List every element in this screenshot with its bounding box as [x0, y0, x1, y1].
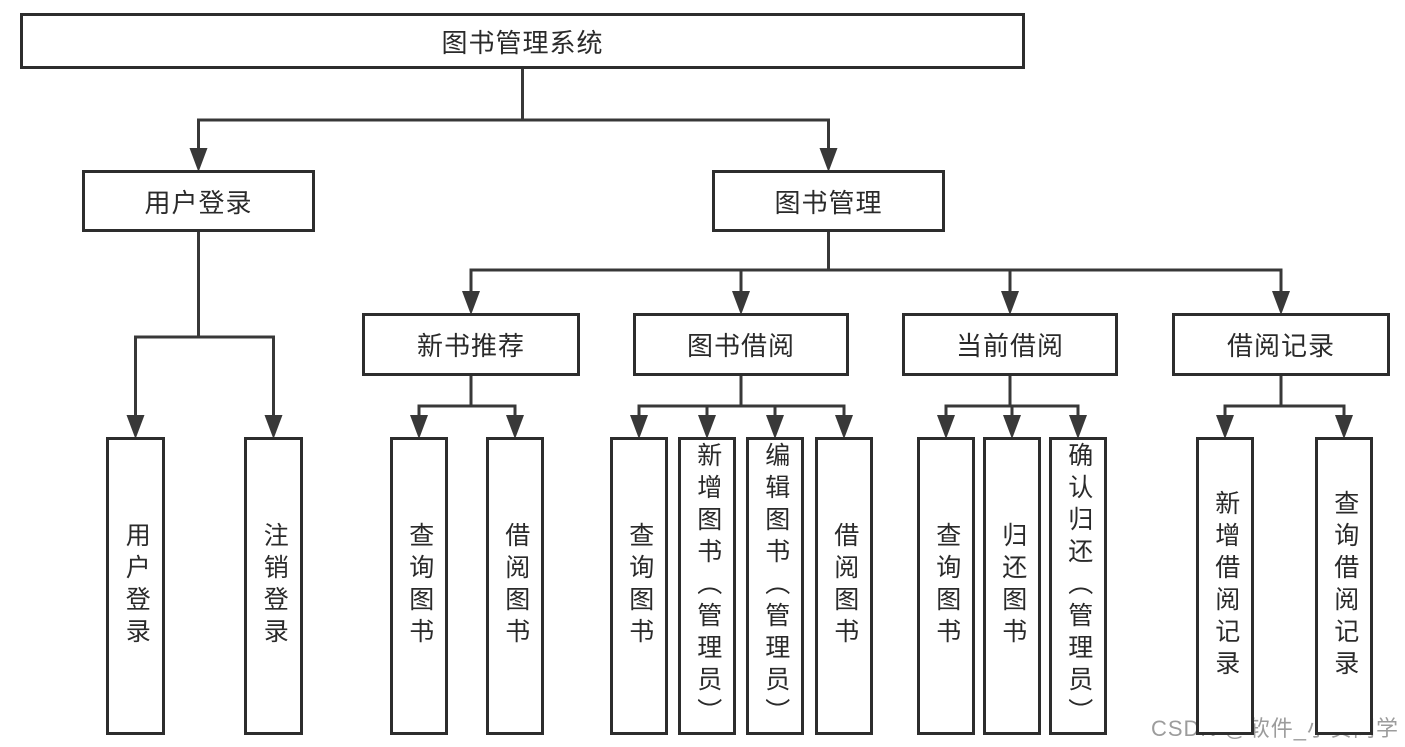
diagram-node-book-mgmt: 图书管理 — [712, 170, 945, 232]
diagram-node-bb-add: 新增图书（管理员） — [678, 437, 736, 735]
diagram-node-borrow-records: 借阅记录 — [1172, 313, 1390, 376]
diagram-node-bb-query: 查询图书 — [610, 437, 668, 735]
node-label: 当前借阅 — [955, 331, 1064, 361]
arrowhead-icon — [264, 415, 283, 439]
diagram-node-cb-return: 归还图书 — [983, 437, 1041, 735]
arrowhead-icon — [506, 415, 524, 439]
arrowhead-icon — [1335, 415, 1353, 439]
diagram-node-ul-logout: 注销登录 — [244, 437, 303, 735]
node-label: 新增图书（管理员） — [693, 442, 722, 730]
arrowhead-icon — [1069, 415, 1087, 439]
arrowhead-icon — [189, 148, 208, 172]
diagram-node-current-borrow: 当前借阅 — [902, 313, 1118, 376]
diagram-node-nbr-borrow: 借阅图书 — [486, 437, 544, 735]
diagram-node-nbr-query: 查询图书 — [390, 437, 448, 735]
diagram-node-book-borrow: 图书借阅 — [633, 313, 849, 376]
arrowhead-icon — [126, 415, 145, 439]
node-label: 新书推荐 — [416, 331, 525, 361]
arrowhead-icon — [1003, 415, 1021, 439]
arrowhead-icon — [937, 415, 955, 439]
diagram-node-ul-login: 用户登录 — [106, 437, 165, 735]
node-label: 图书管理 — [774, 187, 883, 218]
arrowhead-icon — [835, 415, 853, 439]
arrowhead-icon — [1272, 291, 1290, 315]
arrowhead-icon — [462, 291, 480, 315]
diagram-node-br-add: 新增借阅记录 — [1196, 437, 1254, 735]
diagram-node-root: 图书管理系统 — [20, 13, 1025, 69]
node-label: 用户登录 — [144, 187, 253, 218]
diagram-node-bb-edit: 编辑图书（管理员） — [746, 437, 804, 735]
diagram-node-cb-query: 查询图书 — [917, 437, 975, 735]
node-label: 用户登录 — [122, 522, 151, 650]
node-label: 新增借阅记录 — [1211, 490, 1240, 682]
arrowhead-icon — [732, 291, 750, 315]
node-label: 查询图书 — [405, 522, 434, 650]
node-label: 借阅记录 — [1226, 331, 1335, 361]
diagram-node-br-query: 查询借阅记录 — [1315, 437, 1373, 735]
node-label: 编辑图书（管理员） — [761, 442, 790, 730]
arrowhead-icon — [410, 415, 428, 439]
arrowhead-icon — [698, 415, 716, 439]
arrowhead-icon — [819, 148, 838, 172]
node-label: 借阅图书 — [501, 522, 530, 650]
node-label: 归还图书 — [998, 522, 1027, 650]
node-label: 图书管理系统 — [441, 27, 604, 58]
diagram-node-new-book-rec: 新书推荐 — [362, 313, 580, 376]
node-label: 查询借阅记录 — [1330, 490, 1359, 682]
node-label: 查询图书 — [932, 522, 961, 650]
node-label: 查询图书 — [625, 522, 654, 650]
arrowhead-icon — [630, 415, 648, 439]
node-label: 确认归还（管理员） — [1064, 442, 1093, 730]
node-label: 借阅图书 — [830, 522, 859, 650]
diagram-node-user-login: 用户登录 — [82, 170, 315, 232]
arrowhead-icon — [1001, 291, 1019, 315]
arrowhead-icon — [1216, 415, 1234, 439]
node-label: 图书借阅 — [686, 331, 795, 361]
diagram-node-cb-confirm: 确认归还（管理员） — [1049, 437, 1107, 735]
arrowhead-icon — [766, 415, 784, 439]
node-label: 注销登录 — [260, 522, 289, 650]
diagram-node-bb-borrow: 借阅图书 — [815, 437, 873, 735]
